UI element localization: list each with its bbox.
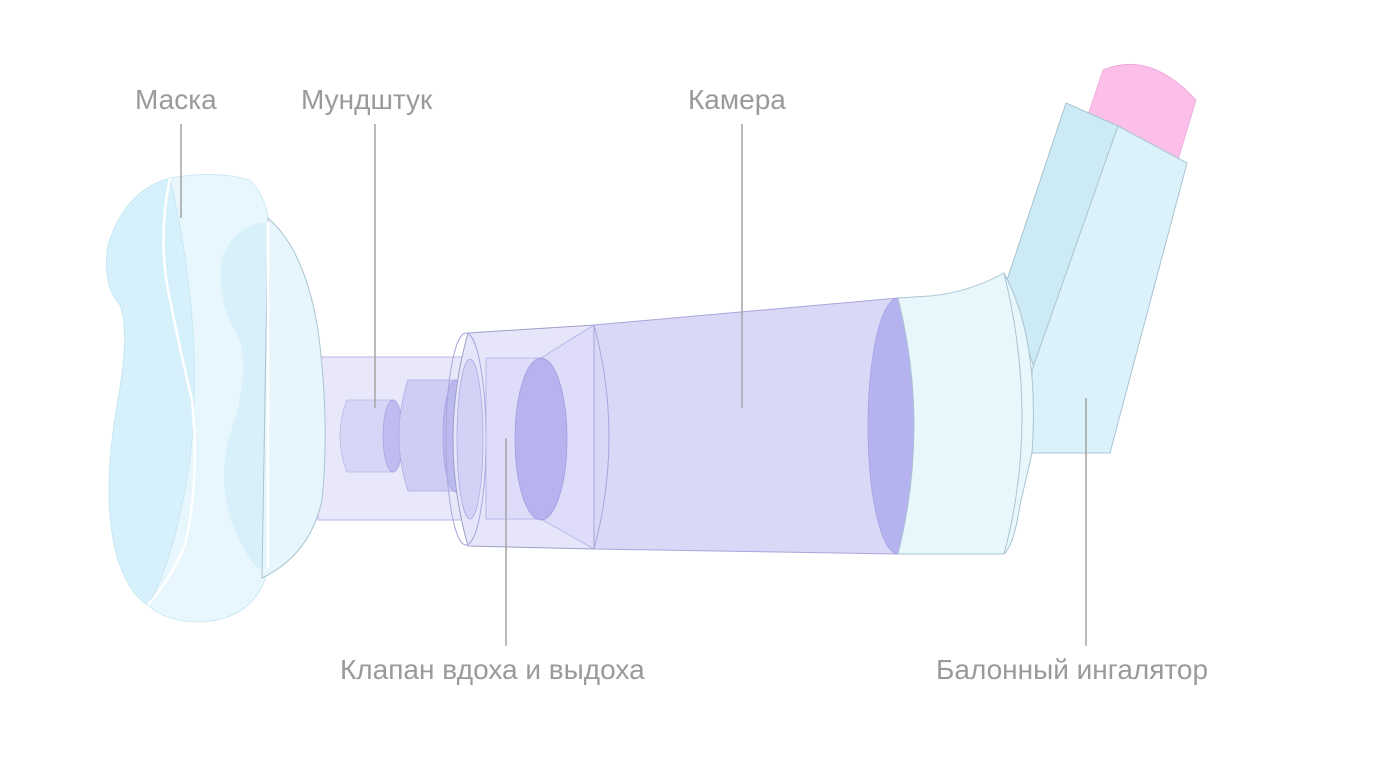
spacer-chamber xyxy=(445,297,929,555)
label-mouthpiece: Мундштук xyxy=(301,84,433,115)
canister-cap xyxy=(1086,63,1197,161)
mouthpiece-tube xyxy=(317,356,471,521)
mask-rim xyxy=(261,216,326,579)
label-chamber: Камера xyxy=(688,84,786,115)
valve-disc xyxy=(514,357,568,521)
mouthpiece-inner-tube xyxy=(339,399,394,473)
inhaler-adapter xyxy=(897,272,1034,555)
face-mask xyxy=(106,174,326,623)
label-mask: Маска xyxy=(135,84,217,115)
metered-dose-inhaler xyxy=(1006,63,1197,454)
label-valve: Клапан вдоха и выдоха xyxy=(340,654,645,685)
label-inhaler: Балонный ингалятор xyxy=(936,654,1209,685)
inhaler-front-face xyxy=(1031,125,1188,454)
